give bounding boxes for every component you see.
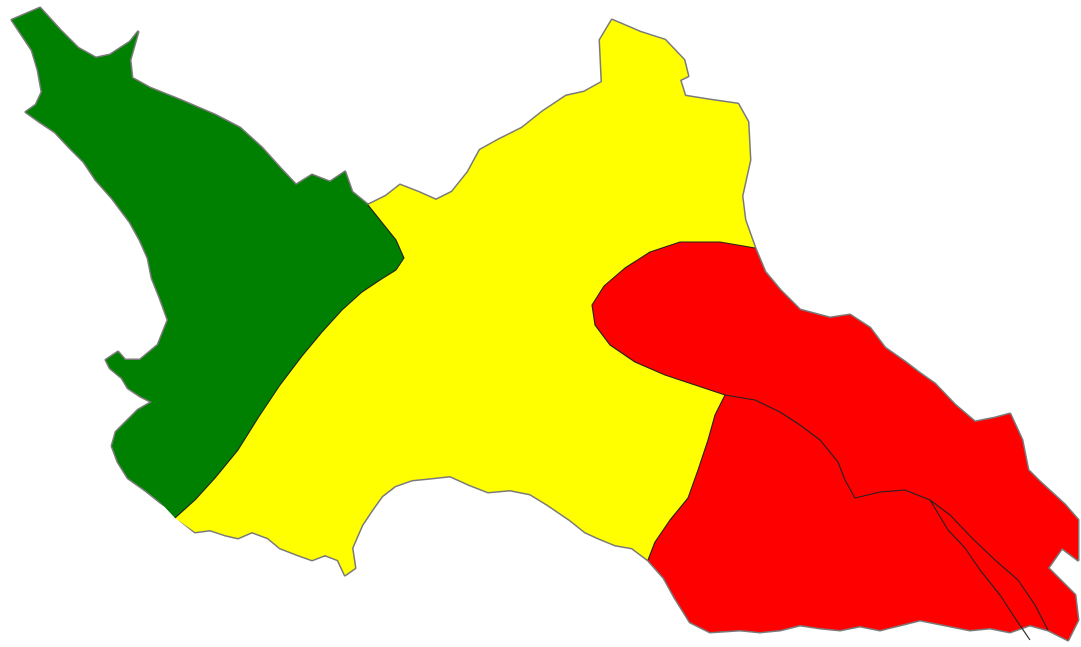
border-west-central xyxy=(174,204,405,519)
border-east-north-south xyxy=(724,394,1049,631)
border-central-east xyxy=(591,241,756,561)
region-west xyxy=(12,8,404,518)
region-east-south-west xyxy=(648,395,1048,632)
region-central xyxy=(175,20,755,575)
border-east-inner xyxy=(929,499,1031,641)
region-east-north xyxy=(592,242,1078,640)
